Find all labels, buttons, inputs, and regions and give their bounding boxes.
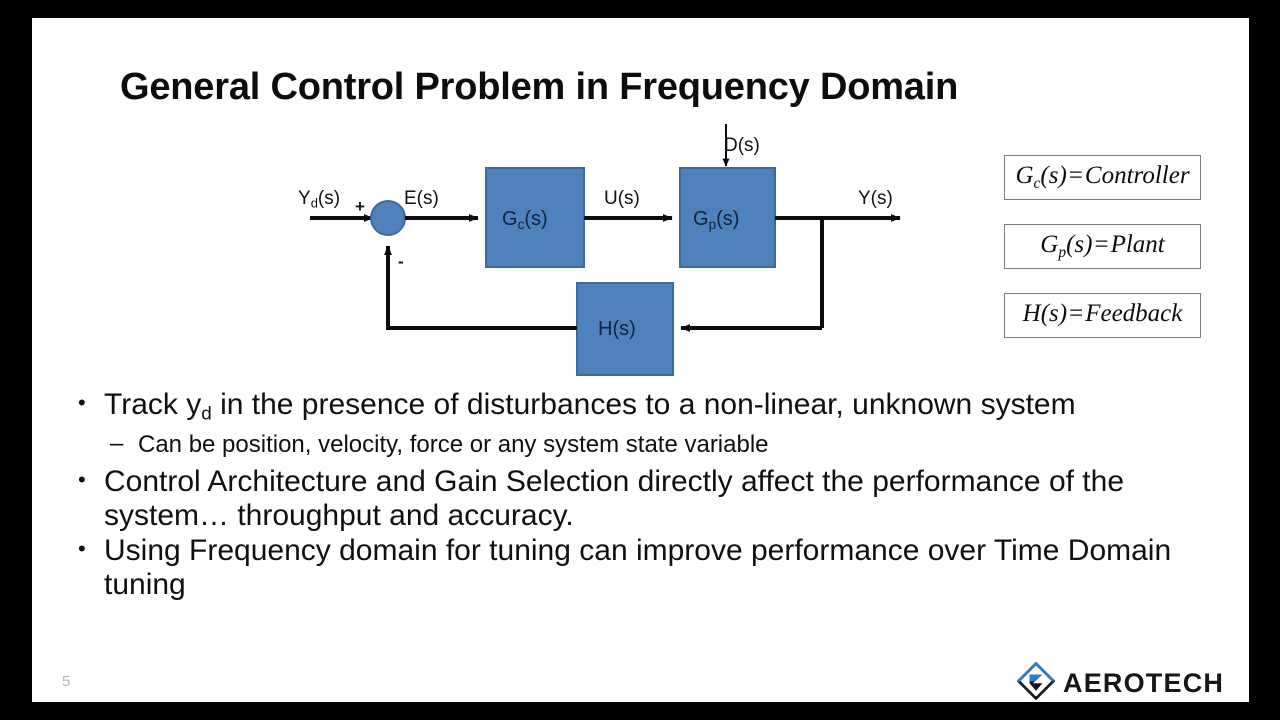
wire-feedback-to-sum	[384, 245, 577, 330]
bullet-marker: •	[78, 390, 86, 415]
signal-label-disturbance: D(s)	[724, 135, 760, 156]
sum-plus-sign: +	[355, 197, 365, 216]
legend-box-feedback: H(s)=Feedback	[1004, 293, 1201, 338]
bullet-list: • Track yd in the presence of disturbanc…	[72, 386, 1202, 602]
bullet-text: Using Frequency domain for tuning can im…	[104, 534, 1172, 602]
signal-label-error: E(s)	[404, 188, 439, 209]
block-plant	[679, 167, 776, 268]
legend-box-plant: Gp(s)=Plant	[1004, 224, 1201, 269]
bullet-item-states: – Can be position, velocity, force or an…	[72, 430, 1202, 459]
block-label-controller: Gc(s)	[502, 208, 548, 232]
summing-junction	[370, 200, 406, 236]
bullet-text: Control Architecture and Gain Selection …	[104, 464, 1124, 532]
legend-equation-controller: Gc(s)=Controller	[1015, 162, 1190, 192]
bullet-item-track: • Track yd in the presence of disturbanc…	[72, 388, 1202, 425]
signal-label-output: Y(s)	[858, 188, 893, 209]
bullet-item-architecture: • Control Architecture and Gain Selectio…	[72, 465, 1202, 533]
bullet-marker: –	[110, 430, 124, 458]
block-label-plant: Gp(s)	[693, 208, 740, 232]
bullet-text: Can be position, velocity, force or any …	[138, 431, 769, 459]
aerotech-logo: AEROTECH	[1016, 661, 1225, 703]
legend-equation-plant: Gp(s)=Plant	[1040, 231, 1165, 261]
bullet-text: Track yd in the presence of disturbances…	[104, 388, 1076, 425]
slide-canvas: General Control Problem in Frequency Dom…	[32, 18, 1249, 702]
signal-label-reference: Yd(s)	[298, 188, 341, 211]
block-controller	[485, 167, 585, 268]
bullet-marker: •	[78, 466, 86, 492]
page-number: 5	[62, 673, 71, 690]
signal-label-control: U(s)	[604, 188, 640, 209]
block-feedback	[576, 282, 674, 376]
legend-equation-feedback: H(s)=Feedback	[1022, 300, 1183, 328]
bullet-item-frequency-tuning: • Using Frequency domain for tuning can …	[72, 534, 1202, 602]
page-title: General Control Problem in Frequency Dom…	[120, 66, 959, 108]
legend-box-controller: Gc(s)=Controller	[1004, 155, 1201, 200]
aerotech-diamond-icon	[1016, 661, 1056, 703]
bullet-marker: •	[78, 536, 86, 562]
sum-minus-sign: -	[398, 252, 404, 271]
block-label-feedback: H(s)	[598, 318, 636, 340]
aerotech-wordmark: AEROTECH	[1063, 667, 1225, 698]
